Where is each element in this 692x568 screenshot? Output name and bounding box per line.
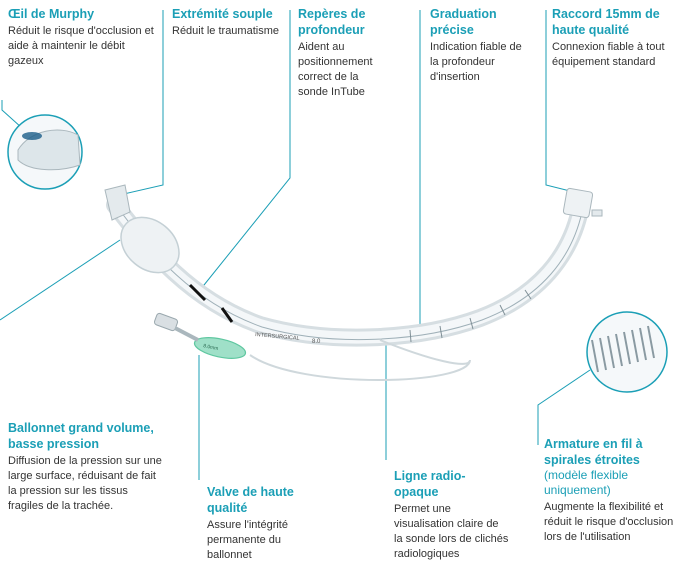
cuff — [120, 216, 180, 274]
graduation-ticks — [409, 289, 532, 343]
label-subtitle: (modèle flexible uniquement) — [544, 468, 629, 497]
tube-body — [106, 196, 589, 347]
pilot-line — [249, 339, 471, 381]
label-desc: Diffusion de la pression sur une large s… — [8, 455, 162, 512]
tube-size-text: 8.0 — [312, 339, 321, 345]
label-armature: Armature en fil à spirales étroites (mod… — [544, 436, 684, 545]
label-title: Ballonnet grand volume, basse pression — [8, 421, 154, 451]
label-radio-opaque: Ligne radio-opaque Permet une visualisat… — [394, 468, 509, 562]
pilot-balloon — [193, 337, 247, 359]
label-soft-tip: Extrémité souple Réduit le traumatisme — [172, 6, 282, 39]
label-connector: Raccord 15mm de haute qualité Connexion … — [552, 6, 687, 70]
label-desc: Assure l'intégrité permanente du ballonn… — [207, 519, 288, 561]
pilot-size-text: 8.0mm — [203, 343, 219, 352]
label-title: Raccord 15mm de haute qualité — [552, 7, 660, 37]
label-title: Ligne radio-opaque — [394, 469, 466, 499]
label-title: Extrémité souple — [172, 7, 273, 21]
label-title: Armature en fil à spirales étroites — [544, 437, 643, 467]
murphy-eye-detail — [7, 114, 83, 190]
label-desc: Permet une visualisation claire de la so… — [394, 503, 509, 560]
label-desc: Augmente la flexibilité et réduit le ris… — [544, 501, 674, 543]
armature-detail — [586, 311, 668, 393]
label-title: Valve de haute qualité — [207, 485, 294, 515]
leader-armature — [537, 369, 591, 445]
label-murphy-eye: Œil de Murphy Réduit le risque d'occlusi… — [8, 6, 158, 69]
label-desc: Réduit le risque d'occlusion et aide à m… — [8, 25, 154, 67]
label-depth-markers: Repères de profondeur Aident au position… — [298, 6, 388, 100]
tube-tip — [104, 184, 131, 221]
label-desc: Réduit le traumatisme — [172, 25, 279, 37]
connector-15mm — [562, 187, 594, 219]
depth-marker-2 — [220, 307, 234, 323]
leader-depth — [199, 10, 291, 291]
label-graduation: Graduation précise Indication fiable de … — [430, 6, 530, 85]
leader-murphy — [1, 100, 23, 129]
label-title: Repères de profondeur — [298, 7, 366, 37]
valve — [153, 312, 179, 332]
label-title: Graduation précise — [430, 7, 497, 37]
tube-brand-text: INTERSURGICAL — [255, 332, 300, 342]
label-title: Œil de Murphy — [8, 7, 95, 21]
label-valve: Valve de haute qualité Assure l'intégrit… — [207, 484, 312, 563]
label-desc: Aident au positionnement correct de la s… — [298, 41, 373, 98]
label-cuff: Ballonnet grand volume, basse pression D… — [8, 420, 163, 514]
label-desc: Indication fiable de la profondeur d'ins… — [430, 41, 522, 83]
depth-marker-1 — [188, 283, 207, 302]
leader-cuff — [0, 239, 121, 321]
leader-tip — [114, 10, 164, 197]
label-desc: Connexion fiable à tout équipement stand… — [552, 41, 665, 68]
